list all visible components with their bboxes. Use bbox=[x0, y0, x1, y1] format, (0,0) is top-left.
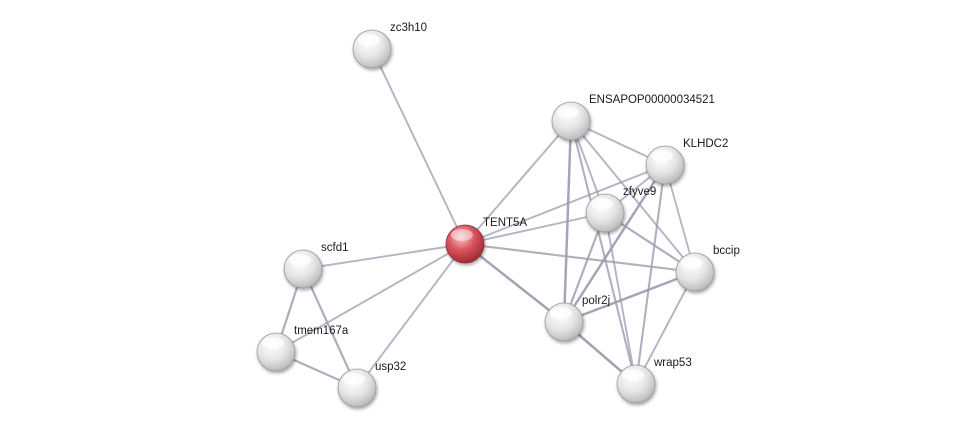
node-highlight bbox=[651, 150, 673, 162]
edge-TENT5A-tmem167a bbox=[275, 243, 466, 353]
edge-zfyve9-wrap53 bbox=[604, 212, 637, 385]
edge-bccip-polr2j bbox=[562, 270, 697, 324]
node-ENSAPOP00000034521[interactable]: ENSAPOP00000034521 bbox=[551, 94, 715, 141]
node-label-TENT5A: TENT5A bbox=[483, 217, 527, 229]
node-label-usp32: usp32 bbox=[375, 361, 406, 373]
node-usp32[interactable]: usp32 bbox=[337, 361, 406, 408]
edge-TENT5A-scfd1 bbox=[302, 243, 466, 270]
edge-ENSAPOP00000034521-wrap53 bbox=[569, 119, 638, 386]
edge-TENT5A-polr2j bbox=[463, 242, 566, 324]
edge-KLHDC2-wrap53 bbox=[634, 163, 667, 386]
edge-KLHDC2-polr2j bbox=[562, 163, 667, 324]
node-KLHDC2[interactable]: KLHDC2 bbox=[645, 138, 728, 185]
edge-zc3h10-TENT5A bbox=[371, 48, 466, 245]
edge-TENT5A-usp32 bbox=[356, 243, 466, 389]
node-highlight bbox=[681, 257, 703, 269]
node-highlight bbox=[622, 369, 644, 381]
edge-scfd1-usp32 bbox=[301, 267, 359, 390]
node-highlight bbox=[557, 106, 579, 118]
node-wrap53[interactable]: wrap53 bbox=[616, 357, 692, 404]
node-highlight bbox=[550, 307, 572, 319]
node-label-scfd1: scfd1 bbox=[321, 242, 349, 254]
node-highlight bbox=[343, 373, 365, 385]
edge-ENSAPOP00000034521-bccip bbox=[570, 120, 696, 273]
node-zfyve9[interactable]: zfyve9 bbox=[585, 186, 656, 233]
node-polr2j[interactable]: polr2j bbox=[544, 295, 610, 342]
edge-zfyve9-polr2j bbox=[562, 211, 607, 324]
node-highlight bbox=[451, 229, 473, 241]
node-label-KLHDC2: KLHDC2 bbox=[683, 138, 728, 150]
node-highlight bbox=[591, 198, 613, 210]
node-bccip[interactable]: bccip bbox=[675, 245, 740, 292]
node-label-zfyve9: zfyve9 bbox=[623, 186, 656, 198]
node-highlight bbox=[289, 254, 311, 266]
edge-bccip-wrap53 bbox=[635, 271, 696, 385]
node-label-zc3h10: zc3h10 bbox=[390, 22, 427, 34]
edge-TENT5A-zfyve9 bbox=[464, 212, 606, 245]
edge-TENT5A-bccip bbox=[463, 242, 697, 274]
edge-TENT5A-ENSAPOP00000034521 bbox=[464, 120, 572, 245]
node-scfd1[interactable]: scfd1 bbox=[283, 242, 349, 289]
node-tmem167a[interactable]: tmem167a bbox=[256, 325, 349, 372]
node-zc3h10[interactable]: zc3h10 bbox=[352, 22, 427, 69]
node-label-polr2j: polr2j bbox=[582, 295, 610, 307]
node-label-wrap53: wrap53 bbox=[653, 357, 692, 369]
node-circle-TENT5A[interactable] bbox=[445, 224, 485, 264]
node-highlight bbox=[262, 337, 284, 349]
node-highlight bbox=[358, 34, 380, 46]
node-label-ENSAPOP00000034521: ENSAPOP00000034521 bbox=[589, 94, 715, 106]
edge-ENSAPOP00000034521-polr2j bbox=[562, 119, 573, 324]
node-label-tmem167a: tmem167a bbox=[294, 325, 349, 337]
node-label-bccip: bccip bbox=[713, 245, 740, 257]
node-TENT5A[interactable]: TENT5A bbox=[445, 217, 527, 264]
edge-TENT5A-KLHDC2 bbox=[464, 164, 666, 245]
